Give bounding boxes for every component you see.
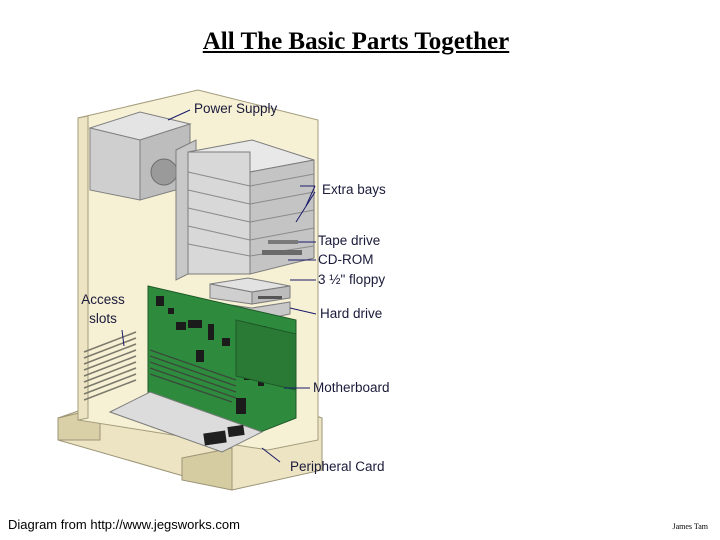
label-access-slots: Access slots [74, 290, 132, 328]
label-extra-bays: Extra bays [322, 182, 386, 197]
author-name: James Tam [672, 522, 708, 531]
label-access-slots-line2: slots [89, 311, 117, 326]
label-power-supply: Power Supply [194, 101, 278, 116]
power-supply-unit [88, 111, 192, 201]
label-access-slots-line1: Access [81, 292, 125, 307]
source-caption: Diagram from http://www.jegsworks.com [8, 517, 240, 532]
motherboard-board [147, 285, 297, 441]
slide-title: All The Basic Parts Together [202, 28, 510, 55]
callout-leaders [121, 109, 317, 463]
label-hard-drive: Hard drive [320, 306, 383, 321]
access-slots-vents [83, 331, 137, 401]
label-floppy: 3 ½" floppy [318, 272, 386, 287]
label-cd-rom: CD-ROM [318, 252, 374, 267]
label-tape-drive: Tape drive [318, 233, 381, 248]
label-motherboard: Motherboard [313, 380, 390, 395]
peripheral-card-board [108, 391, 264, 453]
label-peripheral-card: Peripheral Card [290, 459, 385, 474]
drive-bay-stack [187, 139, 315, 275]
